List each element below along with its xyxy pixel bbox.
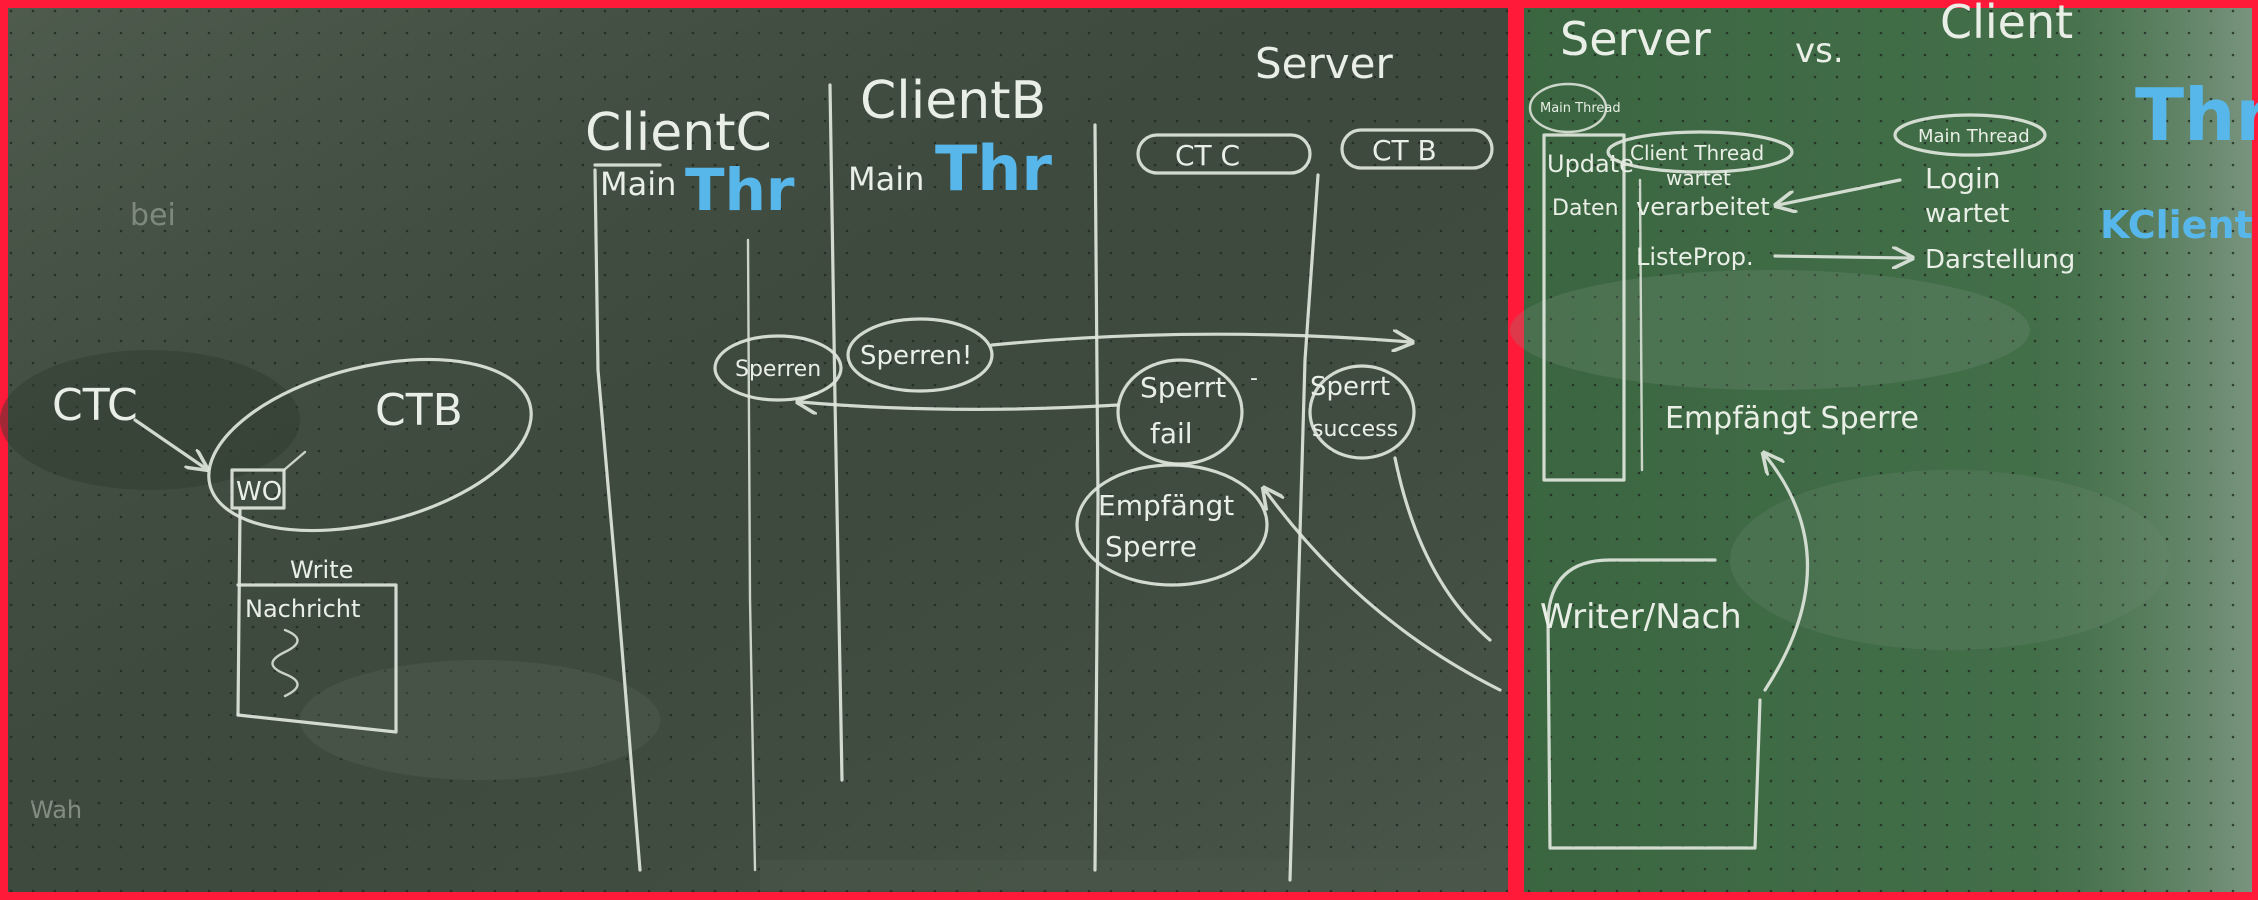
main-thread-ellipse — [1893, 113, 2047, 157]
arrow-to-writer — [1265, 490, 1502, 692]
lifeline-client-c-thr — [746, 238, 757, 872]
main-b-label: Main — [848, 160, 924, 198]
ctb-ellipse — [207, 357, 533, 533]
wo-stroke — [282, 450, 307, 472]
writer-label: Writer/Nach — [1540, 597, 1742, 637]
empfaengt-line2: Sperre — [1105, 530, 1197, 563]
sperrt-success-ellipse — [1308, 364, 1416, 460]
sperrt-fail-line2: fail — [1150, 417, 1193, 450]
darstellung-label: Darstellung — [1925, 245, 2075, 275]
writer-box — [1546, 618, 1762, 850]
server-header: Server — [1255, 39, 1393, 88]
title-client: Client — [1940, 0, 2073, 49]
arrow-login-to-verarbeitet — [1778, 178, 1902, 205]
squiggle — [271, 628, 299, 698]
client-b-header: ClientB — [860, 71, 1046, 131]
arrow-fail-to-clients — [800, 402, 1120, 409]
client-c-header: ClientC — [585, 103, 772, 163]
wo-line — [236, 508, 242, 717]
title-server: Server — [1560, 12, 1711, 66]
thr-b-label: Thr — [935, 132, 1052, 205]
sperren-b-ellipse — [846, 317, 994, 393]
kclient-blue-label: KClient — [2100, 203, 2253, 247]
sperrt-fail-line1: Sperrt — [1140, 371, 1226, 404]
empfaengt-line1: Empfängt — [1098, 489, 1234, 522]
ct-b-label: CT B — [1372, 134, 1437, 167]
wo-box — [230, 468, 286, 510]
server-side-line — [1638, 178, 1644, 472]
verarbeitet: verarbeitet — [1636, 193, 1770, 221]
ctb-label: CTB — [375, 385, 463, 436]
main-thread-small-ellipse — [1528, 82, 1608, 134]
main-thread-label: Main Thread — [1918, 126, 2030, 147]
update-line2: Daten — [1552, 196, 1619, 221]
ct-c-capsule — [1136, 133, 1312, 175]
wartet-2: wartet — [1925, 199, 2009, 229]
title-vs: vs. — [1795, 31, 1844, 71]
sperren-c-label: Sperren — [735, 357, 821, 382]
ct-c-label: CT C — [1175, 139, 1240, 172]
success-curve — [1393, 456, 1492, 642]
lifeline-server-ctc — [1093, 123, 1100, 872]
lifeline-server-ctb — [1288, 173, 1320, 882]
ctc-arrow — [133, 418, 205, 468]
empfaengt-ellipse — [1075, 463, 1269, 587]
main-thread-small-label: Main Thread — [1540, 101, 1621, 116]
main-c-label: Main — [600, 165, 676, 203]
sperrt-success-line1: Sperrt — [1310, 372, 1390, 402]
wartet-1: wartet — [1666, 166, 1731, 190]
thr-blue-label: Thr — [2135, 73, 2258, 157]
login-label: Login — [1925, 162, 2001, 195]
faint-top-text: bei — [130, 198, 176, 233]
thr-c-label: Thr — [685, 156, 795, 224]
ct-b-capsule — [1340, 128, 1494, 170]
writer-box-top — [1546, 558, 1717, 622]
sperren-c-ellipse — [713, 334, 843, 402]
arrow-writer-to-empfaengt — [1765, 455, 1809, 692]
client-thread-label: Client Thread — [1630, 141, 1764, 165]
server-main-box — [1542, 133, 1626, 482]
arrow-sperren-to-server — [990, 334, 1410, 345]
arrow-liste-to-darstellung — [1773, 256, 1910, 258]
left-board — [0, 8, 1508, 892]
client-thread-ellipse — [1606, 130, 1794, 174]
sperren-b-label: Sperren! — [860, 341, 972, 371]
liste-prop: ListeProp. — [1636, 243, 1754, 271]
lifeline-client-c-main — [593, 168, 642, 872]
write-label: Write — [290, 556, 353, 584]
update-line1: Update — [1547, 150, 1634, 178]
empfaengt-sperre-label: Empfängt Sperre — [1665, 401, 1919, 436]
right-board — [1510, 8, 2252, 892]
lifeline-client-b-main — [828, 83, 844, 782]
nachricht-label: Nachricht — [245, 595, 360, 623]
faint-bottom-text: Wah — [30, 796, 82, 824]
ctc-label: CTC — [52, 380, 138, 431]
dash-mark: - — [1250, 366, 1258, 391]
write-box — [236, 583, 398, 734]
sperrt-success-line2: success — [1312, 417, 1398, 442]
wo-label: WO — [236, 477, 282, 507]
